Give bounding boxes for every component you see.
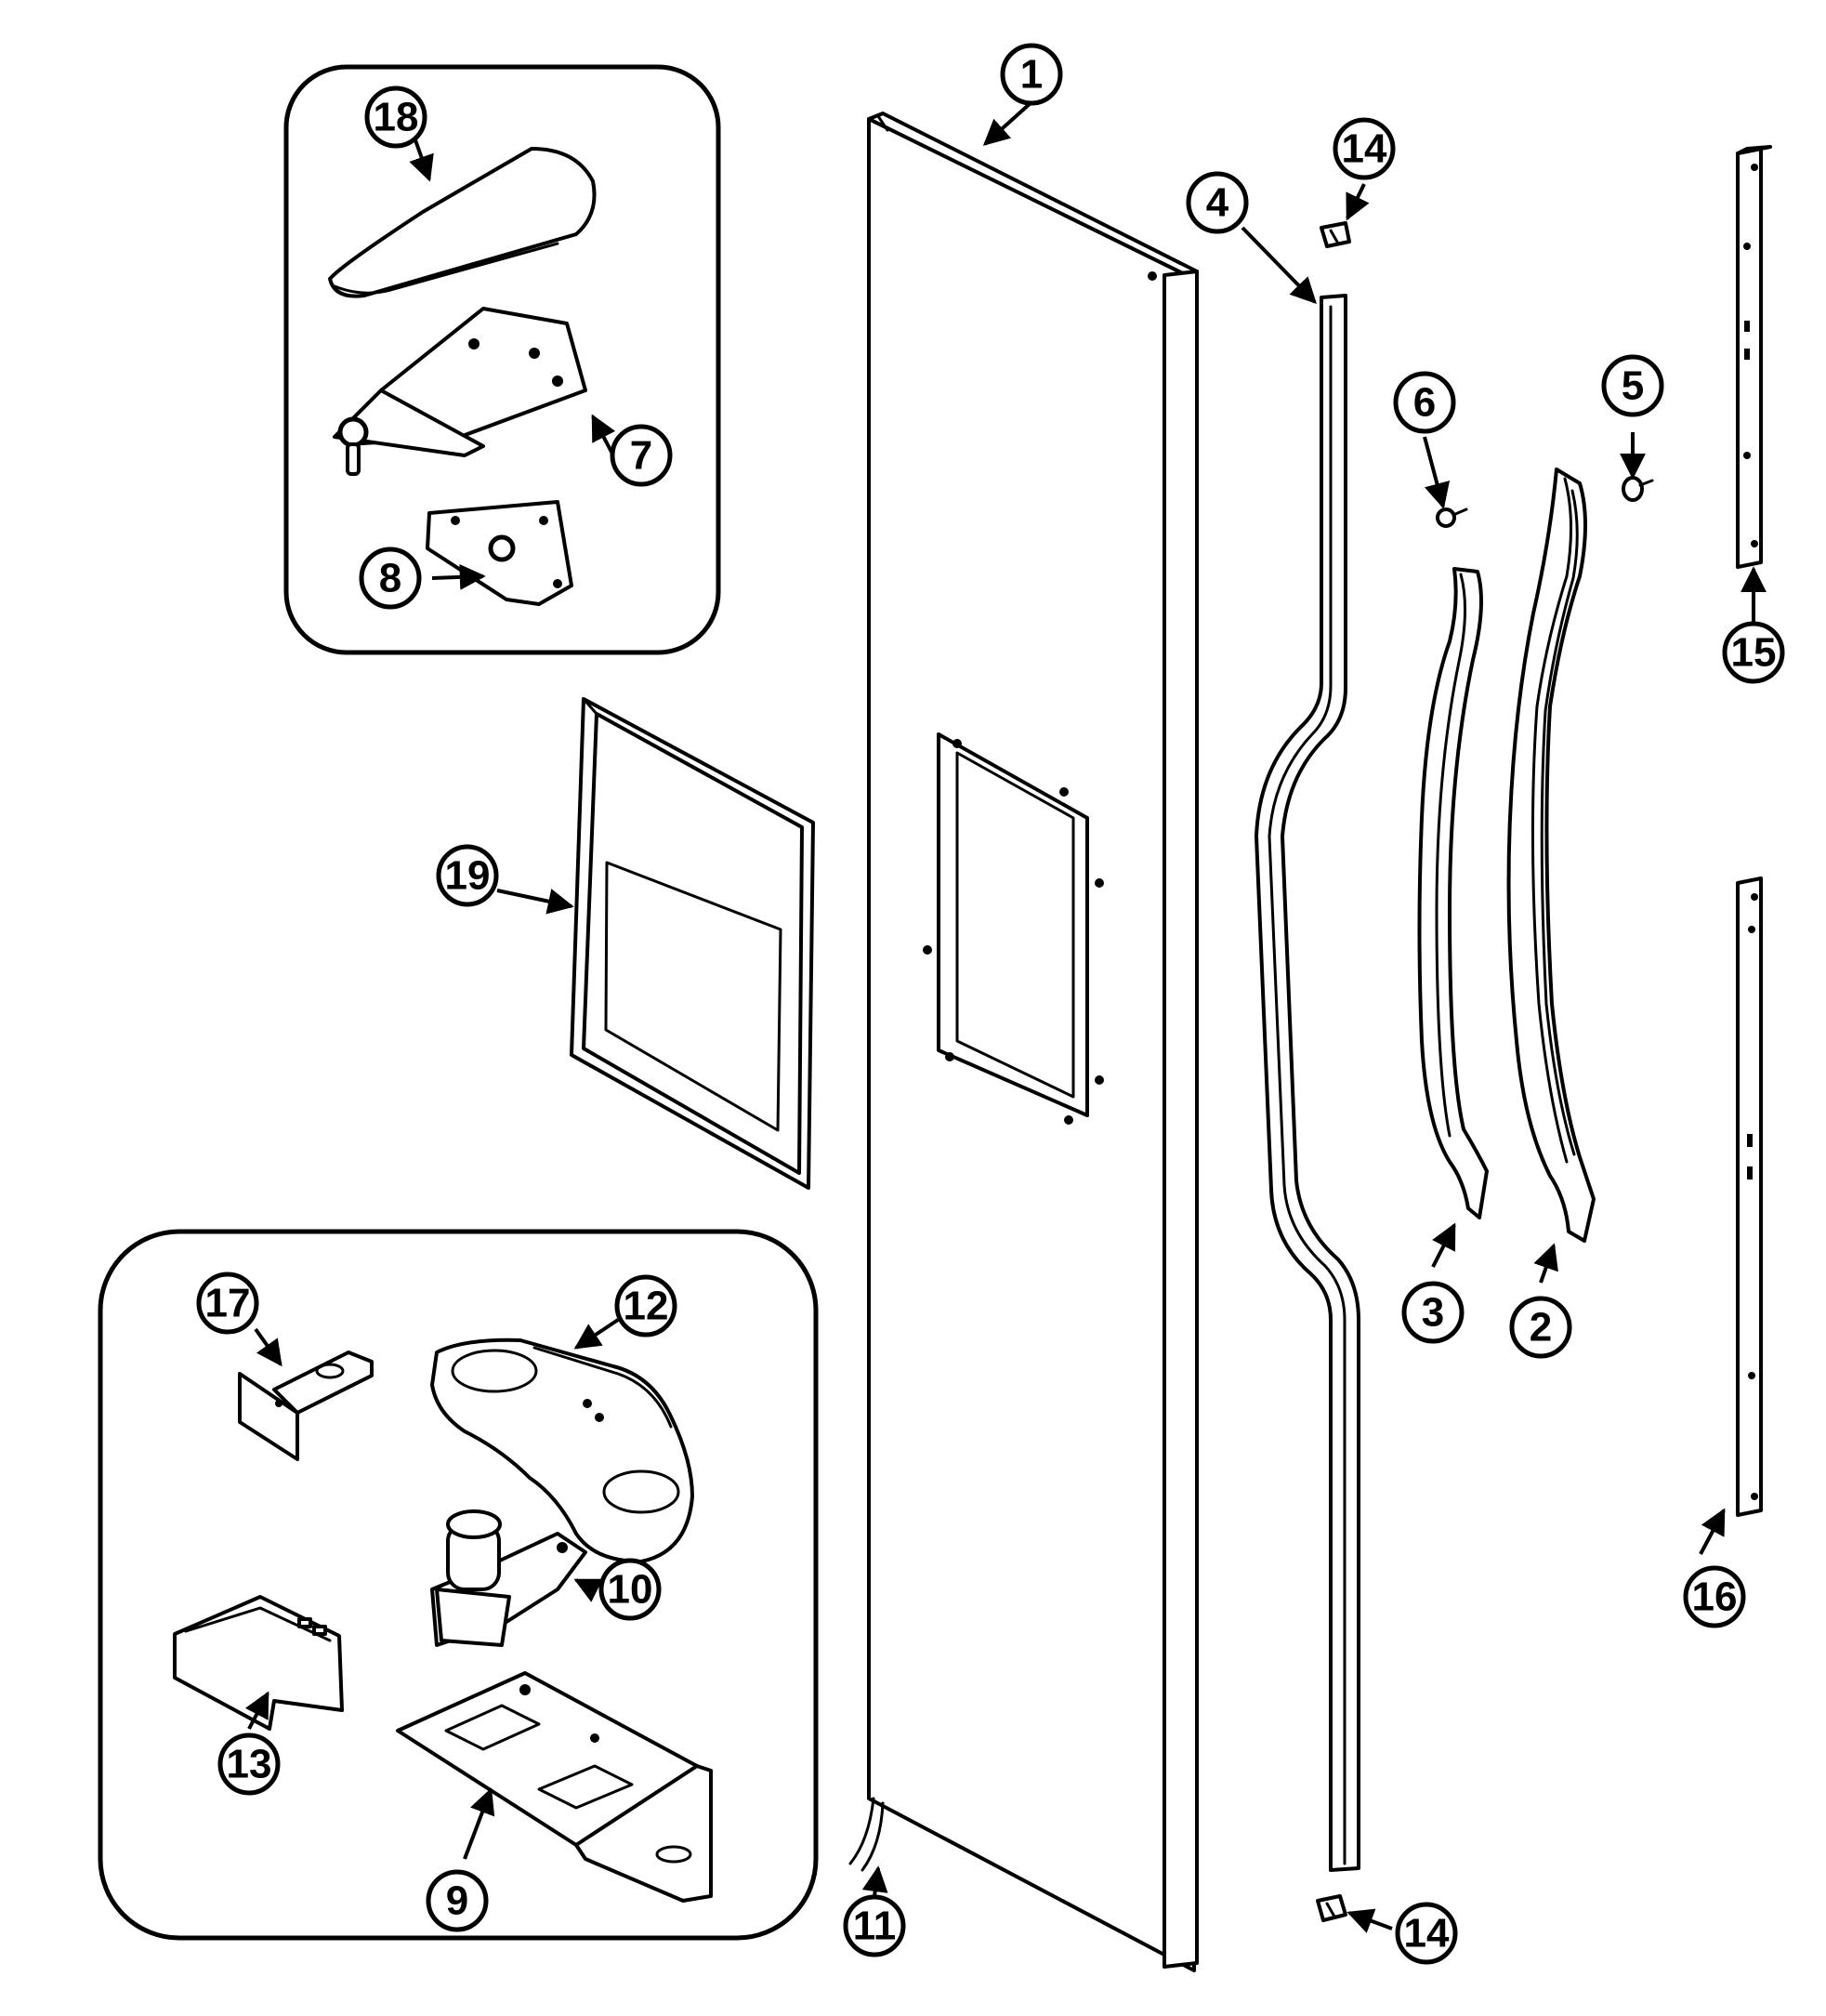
- callout-12: 12: [614, 1274, 677, 1337]
- callout-label: 17: [205, 1281, 251, 1326]
- callout-label: 2: [1530, 1305, 1552, 1351]
- callout-11: 11: [843, 1894, 906, 1957]
- callout-label: 3: [1422, 1290, 1444, 1336]
- callout-label: 14: [1342, 126, 1387, 172]
- callout-18: 18: [364, 86, 427, 149]
- door-panel: [867, 112, 1199, 1972]
- hinge-cover: [328, 147, 597, 298]
- callout-2: 2: [1509, 1296, 1572, 1359]
- bottom-hinge-bracket: [396, 1671, 713, 1903]
- callout-1: 1: [1000, 43, 1063, 106]
- callout-label: 19: [445, 853, 491, 899]
- callout-label: 12: [624, 1284, 669, 1329]
- callout-label: 11: [853, 1904, 897, 1949]
- hinge-top-group-box: [283, 64, 721, 655]
- callout-label: 6: [1413, 380, 1436, 426]
- leader-lines: [244, 100, 1767, 1933]
- callout-15: 15: [1722, 621, 1785, 684]
- callout-label: 9: [446, 1878, 468, 1924]
- callout-label: 5: [1622, 363, 1644, 409]
- callout-14-top: 14: [1333, 117, 1396, 180]
- wire-harness: [848, 1797, 885, 1872]
- upper-trim-channel: [1736, 145, 1772, 569]
- callout-8: 8: [359, 547, 422, 610]
- hinge-cover-bottom: [173, 1595, 344, 1731]
- dispenser-bezel: [570, 697, 815, 1190]
- hinge-pin: [430, 1509, 587, 1647]
- callout-4: 4: [1186, 171, 1249, 234]
- callout-label: 7: [630, 433, 652, 479]
- callout-label: 8: [379, 556, 401, 601]
- callout-5: 5: [1601, 354, 1664, 417]
- screw-5: [1622, 476, 1654, 502]
- hinge-spacer: [430, 1337, 694, 1563]
- callout-16: 16: [1683, 1565, 1746, 1628]
- callout-19: 19: [436, 844, 499, 907]
- callout-9: 9: [426, 1869, 489, 1932]
- callout-label: 1: [1020, 52, 1043, 98]
- gasket-stop-top: [1320, 221, 1351, 248]
- lower-trim-channel: [1736, 876, 1763, 1517]
- top-hinge-plate: [333, 307, 587, 476]
- callout-label: 16: [1692, 1575, 1738, 1620]
- callout-6: 6: [1393, 371, 1456, 434]
- callout-label: 10: [608, 1567, 653, 1613]
- breaker-strip-outer: [1506, 468, 1596, 1243]
- callout-7: 7: [610, 424, 673, 487]
- hinge-shim: [426, 500, 573, 606]
- callout-3: 3: [1401, 1281, 1465, 1344]
- callout-label: 18: [374, 95, 419, 140]
- gasket-stop-bottom: [1316, 1894, 1347, 1922]
- hinge-bottom-group-box: [98, 1229, 819, 1941]
- callout-label: 14: [1404, 1911, 1450, 1957]
- screw-6: [1436, 507, 1468, 528]
- door-gasket: [1255, 294, 1360, 1872]
- breaker-strip-inner: [1417, 567, 1489, 1219]
- callout-13: 13: [217, 1733, 281, 1796]
- callout-label: 4: [1206, 180, 1229, 226]
- callout-label: 13: [227, 1742, 272, 1787]
- callout-17: 17: [196, 1272, 259, 1335]
- bracket-17: [238, 1351, 374, 1461]
- callout-label: 15: [1731, 630, 1777, 676]
- callout-10: 10: [598, 1558, 662, 1621]
- callout-14-bottom: 14: [1395, 1902, 1458, 1965]
